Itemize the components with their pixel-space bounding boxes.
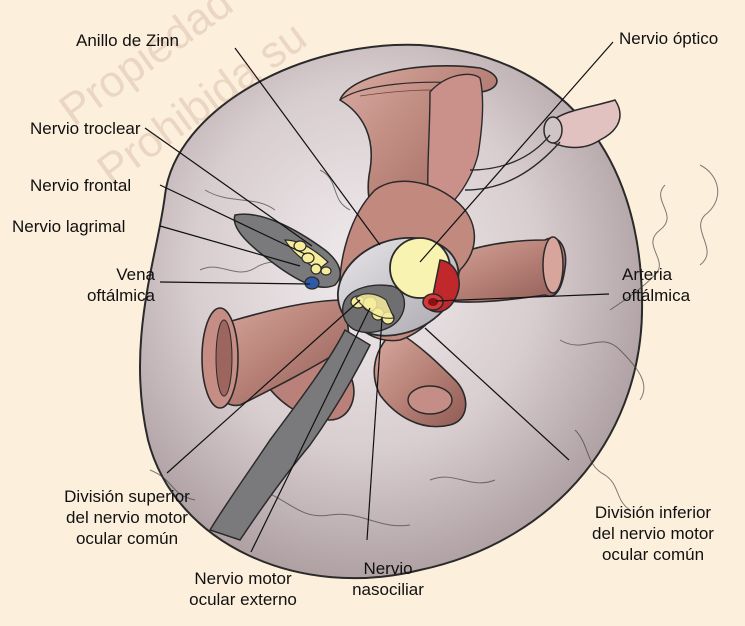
label-division-superior-line-3: ocular común (42, 528, 212, 549)
label-division-superior: División superior del nervio motor ocula… (42, 486, 212, 549)
label-nervio-frontal: Nervio frontal (30, 175, 131, 196)
label-nervio-troclear: Nervio troclear (30, 118, 141, 139)
label-division-inferior: División inferior del nervio motor ocula… (568, 502, 738, 565)
label-division-superior-line-2: del nervio motor (42, 507, 212, 528)
label-arteria-oftalmica: Arteria oftálmica (622, 264, 690, 306)
label-nervio-motor-ocular-externo: Nervio motor ocular externo (168, 568, 318, 610)
label-nervio-motor-line-2: ocular externo (168, 589, 318, 610)
label-vena-oftalmica-line-2: oftálmica (64, 285, 155, 306)
label-nervio-lagrimal: Nervio lagrimal (12, 216, 125, 237)
label-division-superior-line-1: División superior (42, 486, 212, 507)
label-division-inferior-line-3: ocular común (568, 544, 738, 565)
label-nervio-nasociliar: Nervio nasociliar (328, 558, 448, 600)
label-nervio-motor-line-1: Nervio motor (168, 568, 318, 589)
label-arteria-oftalmica-line-2: oftálmica (622, 285, 690, 306)
label-vena-oftalmica: Vena oftálmica (64, 264, 155, 306)
label-nervio-nasociliar-line-1: Nervio (328, 558, 448, 579)
label-arteria-oftalmica-line-1: Arteria (622, 264, 690, 285)
label-vena-oftalmica-line-1: Vena (64, 264, 155, 285)
label-nervio-nasociliar-line-2: nasociliar (328, 579, 448, 600)
label-nervio-optico: Nervio óptico (619, 28, 718, 49)
ophthalmic-vein (305, 277, 319, 289)
label-division-inferior-line-1: División inferior (568, 502, 738, 523)
label-anillo-de-zinn: Anillo de Zinn (76, 30, 179, 51)
label-division-inferior-line-2: del nervio motor (568, 523, 738, 544)
